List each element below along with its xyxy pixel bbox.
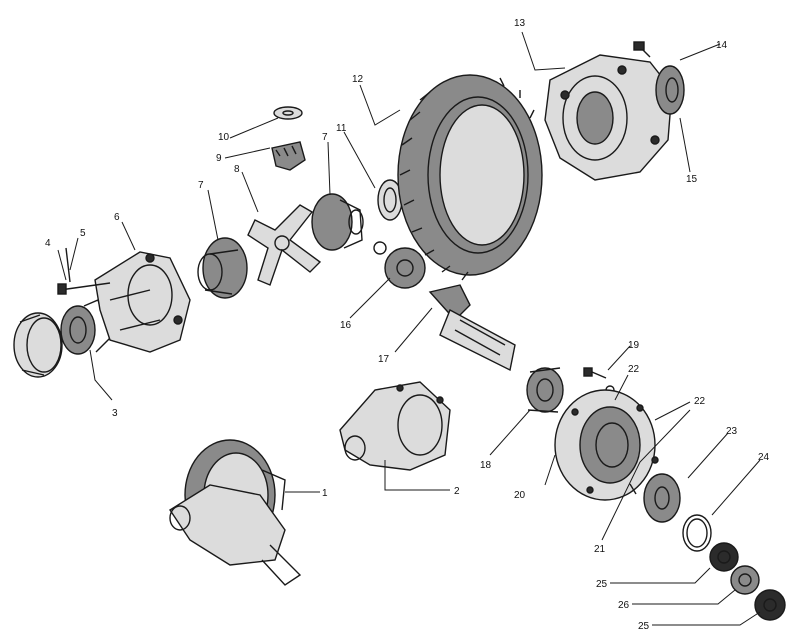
callout-labels: 1 2 3 4 5 6 7 7 8 9 10 11 12 13 14 15 16…	[45, 18, 770, 632]
washer-part-10	[273, 106, 303, 120]
carrier-housing-part-20	[554, 389, 659, 501]
callout-10: 10	[218, 132, 230, 143]
ring-gear-part-12	[397, 74, 543, 281]
callout-23: 23	[726, 426, 738, 437]
lockwasher-part-26	[730, 565, 760, 595]
bolt-part-4	[57, 247, 111, 295]
callout-12: 12	[352, 74, 364, 85]
pinion-gear-part-9	[271, 141, 306, 171]
bearing-part-15	[655, 65, 685, 115]
callout-2: 2	[454, 486, 460, 497]
callout-3: 3	[112, 408, 118, 419]
bolt-part-14	[633, 41, 651, 58]
callout-24: 24	[758, 452, 770, 463]
callout-17: 17	[378, 354, 390, 365]
ring-part-24	[682, 514, 712, 552]
callout-11: 11	[336, 123, 347, 134]
callout-13: 13	[514, 18, 526, 29]
thrust-washer-part-11	[377, 179, 403, 221]
callout-26: 26	[618, 600, 630, 611]
differential-assembly-part-1	[169, 439, 302, 586]
callout-7-right: 7	[322, 132, 328, 143]
nut-part-25-bottom	[754, 589, 786, 621]
spider-cross-part-8	[247, 204, 322, 286]
callout-1: 1	[322, 488, 328, 499]
leader-lines	[57, 31, 761, 626]
assembled-case-part-2	[339, 381, 451, 471]
side-gear-part-7-left	[197, 237, 248, 299]
callout-7-left: 7	[198, 180, 204, 191]
callout-18: 18	[480, 460, 492, 471]
callout-15: 15	[686, 174, 698, 185]
bearing-part-18	[526, 367, 564, 413]
callout-25-lower: 25	[638, 621, 650, 632]
callout-19: 19	[628, 340, 640, 351]
side-gear-part-7-right	[311, 193, 364, 251]
callout-22-upper: 22	[628, 364, 640, 375]
case-half-part-13	[544, 54, 673, 181]
bearing-cup-part-3	[13, 312, 63, 378]
callout-25-upper: 25	[596, 579, 608, 590]
bearing-part-23	[643, 473, 681, 523]
case-half-part-6	[94, 251, 191, 353]
callout-21: 21	[594, 544, 606, 555]
callout-6: 6	[114, 212, 120, 223]
callout-16: 16	[340, 320, 352, 331]
callout-4: 4	[45, 238, 51, 249]
nut-part-25-top	[709, 542, 739, 572]
callout-5: 5	[80, 228, 86, 239]
callout-20: 20	[514, 490, 526, 501]
callout-8: 8	[234, 164, 240, 175]
callout-9: 9	[216, 153, 222, 164]
pilot-bearing-part-16	[373, 241, 426, 289]
callout-22-lower: 22	[694, 396, 706, 407]
drive-pinion-part-17	[428, 284, 516, 372]
callout-14: 14	[716, 40, 728, 51]
